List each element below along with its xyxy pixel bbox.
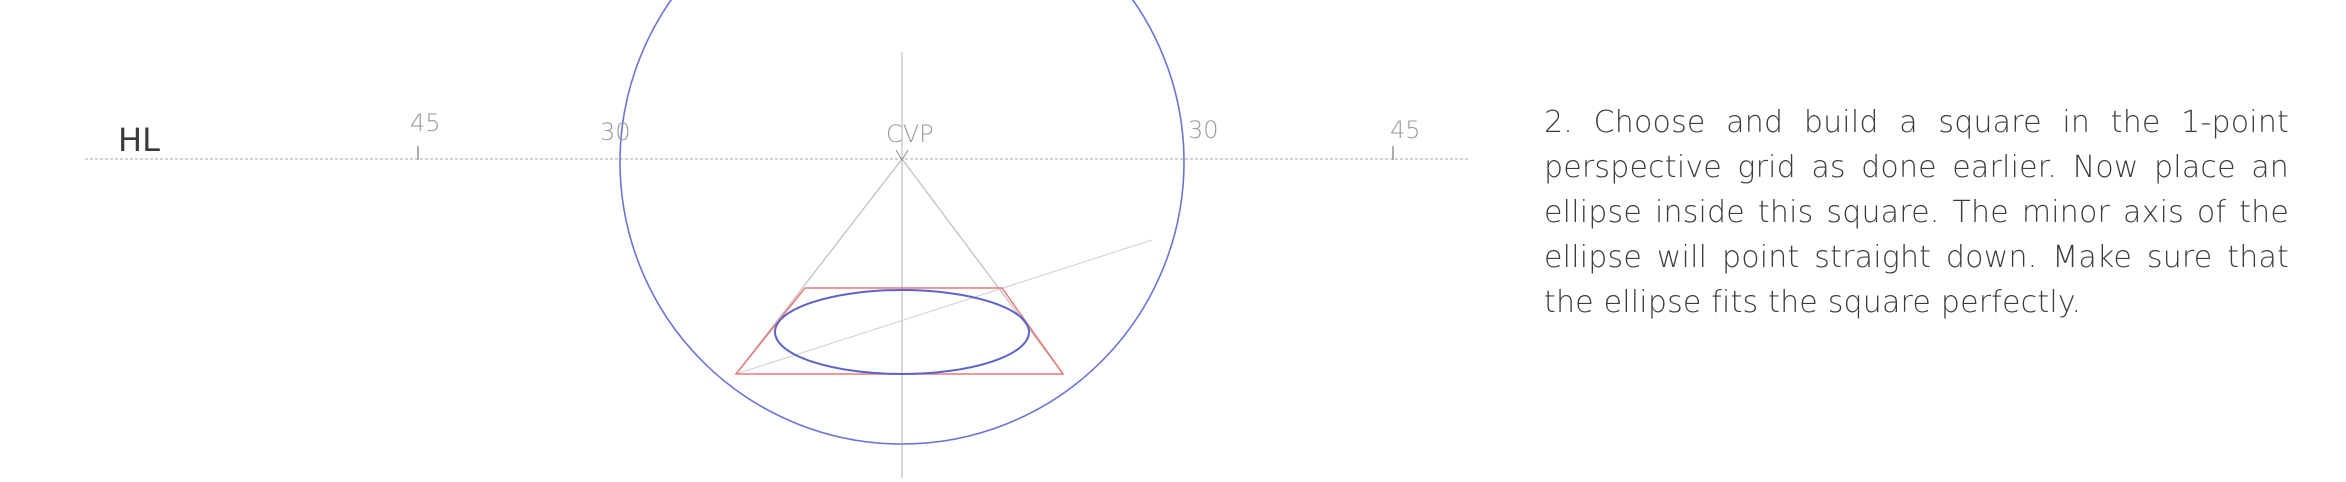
vanishing-line-left (735, 158, 903, 375)
horizon-line-label: HL (118, 121, 160, 159)
vanishing-line-right (901, 158, 1064, 375)
cvp-marker-icon (895, 149, 909, 162)
label-center-vision-point: CVP (886, 120, 934, 148)
label-right-45: 45 (1390, 116, 1421, 144)
label-left-45: 45 (410, 109, 441, 137)
diagonal-construction-line (735, 239, 1153, 375)
label-right-30: 30 (1188, 116, 1219, 144)
cone-of-vision-circle (619, 0, 1185, 445)
perspective-drawing: HL 45 30 CVP 30 45 (85, 0, 1470, 478)
label-left-30: 30 (600, 118, 631, 146)
perspective-square (734, 287, 1065, 375)
inscribed-ellipse (774, 289, 1030, 375)
instructions-text: 2. Choose and build a square in the 1-po… (1544, 105, 2289, 320)
